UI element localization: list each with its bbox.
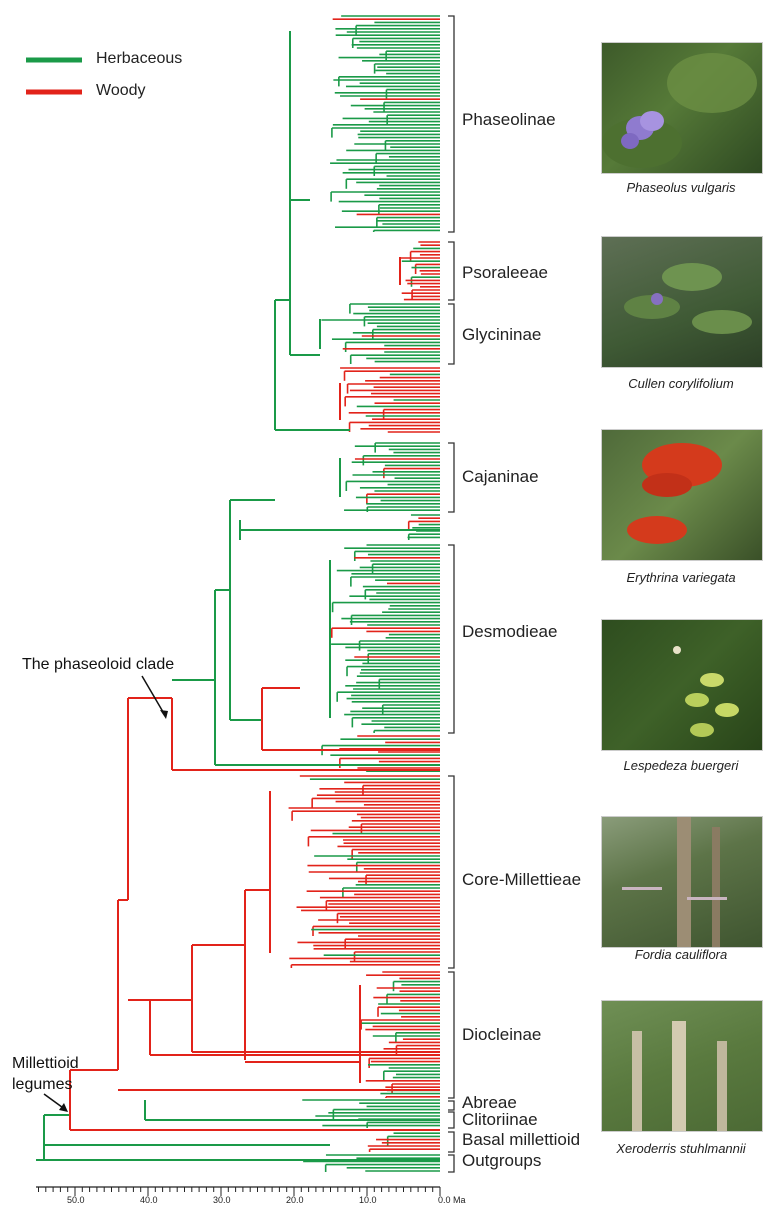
green-shrub-icon — [624, 263, 752, 334]
clade-label-clitoriinae: Clitoriinae — [462, 1110, 538, 1129]
tree-trunk-icon — [622, 817, 727, 947]
red-flower-icon — [627, 443, 722, 544]
bracket-diocleinae — [448, 971, 455, 1099]
clade-label-glycininae: Glycininae — [462, 325, 541, 344]
caption-lespedeza: Lespedeza buergeri — [623, 758, 739, 773]
millettioid-arrowhead — [59, 1103, 68, 1112]
clade-label-cajaninae: Cajaninae — [462, 467, 539, 486]
photo-phaseolus — [601, 42, 763, 174]
photo-cullen — [601, 236, 763, 368]
bracket-psoraleeae — [448, 241, 455, 301]
yellow-leaf-icon — [673, 646, 739, 737]
caption-xeroderris: Xeroderris stuhlmannii — [616, 1141, 746, 1156]
clade-label-phaseolinae: Phaseolinae — [462, 110, 556, 129]
bracket-glycininae — [448, 303, 455, 365]
axis-tick-label: 10.0 — [359, 1195, 377, 1205]
axis-tick-label: 20.0 — [286, 1195, 304, 1205]
phylogenetic-tree: PhaseolinaePsoraleeaeGlycininaeCajaninae… — [12, 15, 581, 1205]
axis-tick-label: 40.0 — [140, 1195, 158, 1205]
clade-brackets — [448, 15, 455, 1173]
millettioid-annotation-1: Millettioid — [12, 1055, 79, 1072]
legend-label-herbaceous: Herbaceous — [96, 50, 182, 67]
bracket-core-millettieae — [448, 775, 455, 969]
clade-label-diocleinae: Diocleinae — [462, 1025, 541, 1044]
bracket-cajaninae — [448, 442, 455, 513]
clade-label-core-millettieae: Core-Millettieae — [462, 870, 581, 889]
photo-xeroderris — [601, 1000, 763, 1132]
photo-erythrina — [601, 429, 763, 561]
phaseoloid-arrow — [141, 675, 167, 718]
axis-tick-label: 0.0 Ma — [438, 1195, 466, 1205]
caption-erythrina: Erythrina variegata — [626, 570, 736, 585]
axis-tick-label: 30.0 — [213, 1195, 231, 1205]
tree-leaf-branches — [269, 15, 440, 1172]
bracket-clitoriinae — [448, 1111, 455, 1129]
caption-fordia: Fordia cauliflora — [634, 947, 728, 962]
clade-label-desmodieae: Desmodieae — [462, 622, 557, 641]
axis-tick-label: 50.0 — [67, 1195, 85, 1205]
time-axis: 50.0 40.0 30.0 20.0 10.0 0.0 Ma — [36, 1186, 466, 1205]
bracket-basal-millettioid — [448, 1131, 455, 1153]
photo-lespedeza — [601, 619, 763, 751]
photo-fordia — [601, 816, 763, 948]
legend-label-woody: Woody — [96, 82, 146, 99]
millettioid-annotation-2: legumes — [12, 1076, 72, 1093]
forest-trunks-icon — [632, 1021, 727, 1131]
bracket-outgroups — [448, 1154, 455, 1173]
tree-backbone-branches — [36, 199, 440, 1161]
purple-flower-icon — [602, 53, 757, 168]
clade-label-outgroups: Outgroups — [462, 1151, 541, 1170]
phaseoloid-annotation: The phaseoloid clade — [22, 656, 174, 673]
clade-label-psoraleeae: Psoraleeae — [462, 263, 548, 282]
caption-phaseolus: Phaseolus vulgaris — [626, 180, 736, 195]
caption-cullen: Cullen corylifolium — [628, 376, 734, 391]
clade-label-basal-millettioid: Basal millettioid — [462, 1130, 580, 1149]
clade-label-abreae: Abreae — [462, 1093, 517, 1112]
bracket-phaseolinae — [448, 15, 455, 233]
bracket-desmodieae — [448, 544, 455, 734]
bracket-abreae — [448, 1100, 455, 1111]
phaseoloid-arrowhead — [160, 710, 168, 719]
